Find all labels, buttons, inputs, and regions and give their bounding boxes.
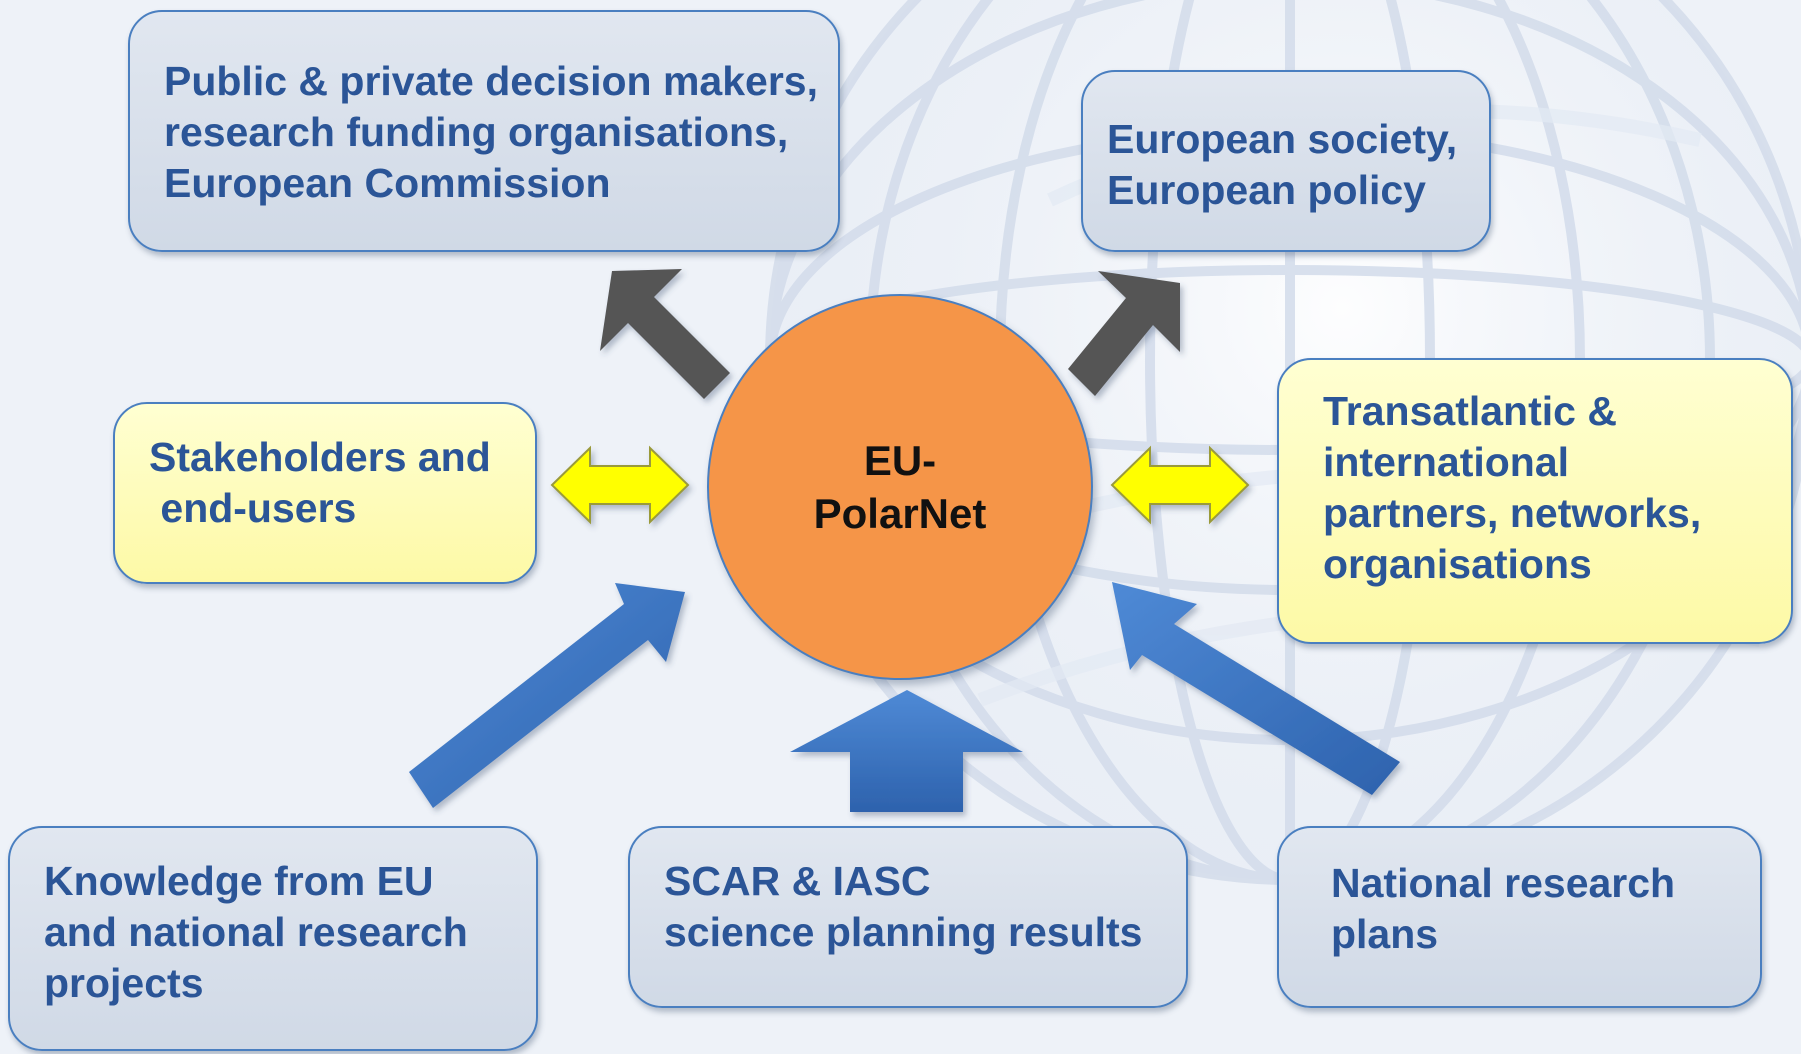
decision-makers-line-2: research funding organisations, — [164, 109, 789, 155]
scar-iasc-line-2: science planning results — [664, 909, 1143, 955]
knowledge-line-3: projects — [44, 960, 204, 1006]
national-plans-line-1: National research — [1331, 860, 1676, 906]
bidirectional-arrow-transatlantic — [1110, 445, 1250, 525]
arrow-to-decision-makers — [600, 269, 730, 399]
center-line-2: PolarNet — [813, 490, 987, 537]
national-plans-line-2: plans — [1331, 911, 1439, 957]
transatlantic-box: Transatlantic & international partners, … — [1277, 358, 1793, 644]
stakeholders-line-1: Stakeholders and — [149, 434, 491, 480]
transatlantic-line-2: international — [1323, 439, 1570, 485]
transatlantic-line-3: partners, networks, — [1323, 490, 1702, 536]
stakeholders-box: Stakeholders and end-users — [113, 402, 537, 584]
decision-makers-line-3: European Commission — [164, 160, 611, 206]
decision-makers-line-1: Public & private decision makers, — [164, 58, 818, 104]
knowledge-line-2: and national research — [44, 909, 468, 955]
knowledge-line-1: Knowledge from EU — [44, 858, 434, 904]
transatlantic-line-4: organisations — [1323, 541, 1592, 587]
arrow-to-european-society — [1068, 271, 1180, 396]
stakeholders-line-2: end-users — [149, 485, 357, 531]
european-society-line-2: European policy — [1107, 167, 1426, 213]
european-society-box: European society, European policy — [1081, 70, 1491, 252]
arrow-from-knowledge — [409, 583, 685, 808]
arrow-from-national-plans — [1112, 582, 1400, 795]
knowledge-box: Knowledge from EU and national research … — [8, 826, 538, 1051]
bidirectional-arrow-stakeholders — [550, 445, 690, 525]
transatlantic-line-1: Transatlantic & — [1323, 388, 1617, 434]
european-society-line-1: European society, — [1107, 116, 1458, 162]
scar-iasc-line-1: SCAR & IASC — [664, 858, 931, 904]
center-line-1: EU- — [863, 437, 937, 484]
eu-polarnet-circle: EU- PolarNet — [707, 294, 1093, 680]
arrow-from-scar-iasc — [790, 690, 1023, 812]
national-plans-box: National research plans — [1277, 826, 1762, 1008]
decision-makers-box: Public & private decision makers, resear… — [128, 10, 840, 252]
scar-iasc-box: SCAR & IASC science planning results — [628, 826, 1188, 1008]
